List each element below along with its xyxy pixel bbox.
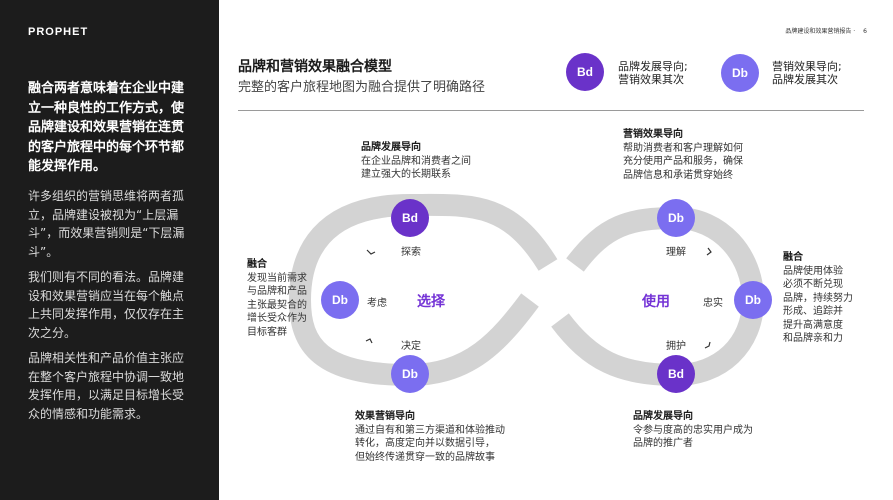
chevron-icon	[366, 249, 376, 255]
legend-bd-badge: Bd	[566, 53, 604, 91]
sidebar-lead-text: 融合两者意味着在企业中建立一种良性的工作方式，使品牌建设和效果营销在连贯的客户旅…	[28, 81, 185, 174]
legend-line: 品牌发展导向;	[618, 60, 688, 73]
sidebar-paragraph: 品牌相关性和产品价值主张应在整个客户旅程中协调一致地发挥作用，以满足目标增长受众…	[28, 351, 185, 421]
stage-label-loyal: 忠实	[703, 298, 723, 309]
left-loop-label: 选择	[417, 294, 445, 310]
annotation-line: 在企业品牌和消费者之间	[361, 155, 471, 167]
chevron-icon	[704, 341, 711, 349]
title-divider	[238, 110, 864, 111]
annotation-line: 与品牌和产品	[247, 286, 307, 297]
legend-line: 营销效果导向;	[772, 60, 842, 73]
annotation-line: 令参与度高的忠实用户成为	[633, 424, 753, 436]
chevron-icon	[365, 338, 373, 344]
annotation-line: 转化，高度定向并以数据引导，	[355, 438, 495, 449]
node-explore: Bd	[391, 199, 429, 237]
right-loop-label: 使用	[642, 294, 670, 310]
annotation-title: 品牌发展导向	[633, 411, 693, 422]
page-subtitle: 完整的客户旅程地图为融合提供了明确路径	[238, 80, 486, 95]
annotation-title: 品牌发展导向	[361, 142, 421, 153]
legend-bd-text: 品牌发展导向; 营销效果其次	[618, 60, 688, 86]
report-title: 品牌建设和效果营销报告 ·	[785, 28, 856, 35]
annotation-title: 营销效果导向	[623, 129, 683, 140]
annotation-brand-bottom-right: 品牌发展导向 令参与度高的忠实用户成为 品牌的推广者	[633, 410, 753, 451]
annotation-line: 必须不断兑现	[783, 279, 843, 290]
page-number: 6	[863, 28, 867, 35]
annotation-line: 帮助消费者和客户理解如何	[623, 142, 743, 154]
legend-db-badge: Db	[721, 54, 759, 92]
legend-line: 营销效果其次	[618, 73, 684, 86]
page-title: 品牌和营销效果融合模型	[238, 59, 392, 75]
chevron-icon	[706, 247, 712, 256]
annotation-title: 效果营销导向	[355, 411, 415, 422]
report-header: 品牌建设和效果营销报告 · 6	[785, 26, 867, 35]
stage-label-advocate: 拥护	[666, 341, 686, 352]
annotation-line: 但始终传递贯穿一致的品牌故事	[355, 451, 495, 463]
sidebar-paragraph: 我们则有不同的看法。品牌建设和效果营销应当在每个触点上共同发挥作用，仅仅存在主次…	[28, 270, 185, 340]
node-decide: Db	[391, 355, 429, 393]
annotation-line: 通过自有和第三方渠道和体验推动	[355, 424, 505, 436]
stage-label-decide: 决定	[401, 341, 421, 352]
annotation-line: 品牌使用体验	[783, 265, 843, 277]
annotation-performance-top-right: 营销效果导向 帮助消费者和客户理解如何 充分使用产品和服务，确保 品牌信息和承诺…	[623, 128, 743, 182]
stage-label-explore: 探索	[401, 247, 421, 258]
annotation-line: 建立强大的长期联系	[361, 169, 451, 180]
annotation-line: 品牌的推广者	[633, 438, 693, 449]
legend-line: 品牌发展其次	[772, 73, 838, 86]
annotation-brand-top-left: 品牌发展导向 在企业品牌和消费者之间 建立强大的长期联系	[361, 141, 471, 182]
prophet-logo: PROPHET	[28, 26, 89, 38]
node-loyal: Db	[734, 281, 772, 319]
annotation-line: 提升高满意度	[783, 319, 843, 331]
node-advocate: Bd	[657, 355, 695, 393]
annotation-line: 和品牌亲和力	[783, 333, 843, 344]
annotation-line: 增长受众作为	[247, 313, 307, 324]
sidebar: PROPHET 融合两者意味着在企业中建立一种良性的工作方式，使品牌建设和效果营…	[0, 0, 219, 500]
node-understand: Db	[657, 199, 695, 237]
loop-left-curve	[288, 193, 558, 387]
annotation-line: 品牌，持续努力	[783, 292, 853, 304]
stage-label-understand: 理解	[666, 247, 686, 258]
annotation-line: 形成、追踪并	[783, 306, 843, 317]
annotation-fusion-left: 融合 发现当前需求 与品牌和产品 主张最契合的 增长受众作为 目标客群	[247, 258, 307, 339]
annotation-line: 目标客群	[247, 326, 287, 338]
annotation-title: 融合	[783, 252, 803, 263]
annotation-title: 融合	[247, 259, 267, 270]
annotation-fusion-right: 融合 品牌使用体验 必须不断兑现 品牌，持续努力 形成、追踪并 提升高满意度 和…	[783, 251, 853, 346]
annotation-line: 品牌信息和承诺贯穿始终	[623, 169, 733, 181]
stage-label-consider: 考虑	[367, 298, 387, 309]
sidebar-paragraph: 许多组织的营销思维将两者孤立，品牌建设被视为“上层漏斗”，而效果营销则是“下层漏…	[28, 189, 185, 259]
annotation-performance-bottom-left: 效果营销导向 通过自有和第三方渠道和体验推动 转化，高度定向并以数据引导， 但始…	[355, 410, 505, 464]
annotation-line: 充分使用产品和服务，确保	[623, 156, 743, 167]
legend-db-text: 营销效果导向; 品牌发展其次	[772, 60, 842, 86]
annotation-line: 主张最契合的	[247, 299, 307, 311]
annotation-line: 发现当前需求	[247, 272, 307, 284]
node-consider: Db	[321, 281, 359, 319]
